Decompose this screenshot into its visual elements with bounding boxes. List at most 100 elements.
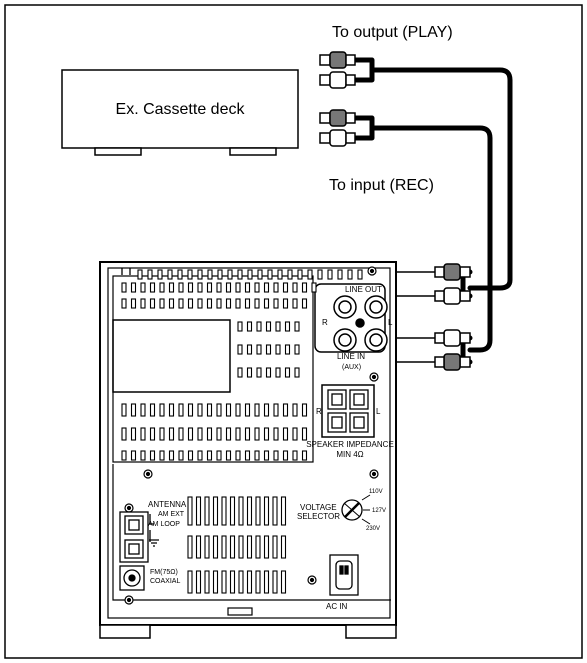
fm-label: FM(75Ω) — [150, 569, 178, 576]
vent-slot — [254, 298, 260, 309]
vent-slot — [235, 282, 241, 293]
vent-slot — [263, 570, 270, 594]
vent-slot — [195, 496, 202, 526]
vent-slot — [263, 282, 270, 293]
vent-slot — [294, 367, 300, 378]
vent-slot — [263, 298, 270, 309]
vent-slot — [207, 269, 213, 280]
vent-slot — [265, 321, 272, 332]
vent-slot — [212, 535, 219, 559]
vent-slot — [301, 298, 308, 309]
vent-slot — [149, 403, 156, 417]
vent-slot — [140, 282, 146, 293]
vent-slot — [140, 298, 146, 309]
vent-slot — [237, 269, 243, 280]
vent-slot — [292, 403, 298, 417]
vent-slot — [256, 344, 262, 355]
vent-slot — [159, 450, 165, 461]
vent-slot — [178, 298, 184, 309]
plugs-line-out — [434, 263, 471, 305]
vent-slot — [212, 570, 219, 594]
vent-slot — [301, 450, 308, 461]
vent-slot — [187, 298, 194, 309]
voltage-selector-knob — [341, 494, 371, 525]
vent-slot — [168, 450, 175, 461]
vent-slot — [282, 427, 289, 441]
vent-slot — [225, 298, 232, 309]
vent-slot — [197, 298, 203, 309]
to-output-label: To output (PLAY) — [332, 24, 453, 41]
speaker-impedance-label: SPEAKER IMPEDANCE — [306, 440, 394, 449]
vent-slot — [229, 570, 236, 594]
vent-slot — [263, 403, 270, 417]
vent-slot — [140, 450, 146, 461]
vent-slot — [229, 496, 236, 526]
voltage-label: VOLTAGE — [300, 503, 337, 512]
vent-slot — [277, 269, 283, 280]
vent-slot — [294, 321, 300, 332]
vent-slot — [130, 403, 137, 417]
vent-slot — [275, 321, 281, 332]
line-in-sub-label: (AUX) — [342, 364, 361, 371]
vent-slot — [167, 269, 173, 280]
ac-inlet — [329, 554, 359, 596]
vent-slot — [265, 367, 272, 378]
line-in-label: LINE IN — [337, 352, 365, 361]
v127-label: 127V — [372, 508, 386, 514]
vent-slot — [292, 450, 298, 461]
vent-slot — [275, 344, 281, 355]
vent-slot — [246, 535, 253, 559]
vent-slot — [178, 450, 184, 461]
vent-slot — [301, 282, 308, 293]
vent-slot — [347, 269, 353, 280]
vent-slot — [237, 344, 243, 355]
vent-slot — [140, 427, 146, 441]
vent-slot — [130, 282, 137, 293]
vent-slot — [187, 535, 193, 559]
vent-slot — [256, 367, 262, 378]
vent-slot — [149, 450, 156, 461]
vent-slot — [247, 269, 253, 280]
vent-slot — [130, 427, 137, 441]
vent-slot — [311, 282, 317, 293]
vent-slot — [238, 570, 244, 594]
vent-slot — [178, 282, 184, 293]
vent-slot — [225, 282, 232, 293]
vent-slot — [216, 450, 222, 461]
vent-slot — [206, 298, 213, 309]
vent-slot — [244, 403, 251, 417]
vent-slot — [197, 450, 203, 461]
vent-slot — [244, 427, 251, 441]
vent-slot — [244, 298, 251, 309]
vent-slot — [273, 427, 279, 441]
vent-slot — [206, 403, 213, 417]
vent-slot — [212, 496, 219, 526]
vent-slot — [273, 282, 279, 293]
vent-slot — [263, 496, 270, 526]
vent-slot — [187, 282, 194, 293]
cables — [352, 57, 513, 365]
vent-slot — [221, 535, 227, 559]
vent-slot — [282, 450, 289, 461]
vent-slot — [282, 298, 289, 309]
vent-slot — [292, 282, 298, 293]
v110-label: 110V — [369, 489, 383, 495]
vent-slot — [254, 282, 260, 293]
vent-slot — [187, 403, 194, 417]
vent-slot — [301, 427, 308, 441]
vent-slot — [254, 403, 260, 417]
vent-slot — [216, 282, 222, 293]
speaker-r-label: R — [316, 407, 322, 416]
v230-label: 230V — [366, 526, 380, 532]
vent-slot — [235, 450, 241, 461]
line-out-label: LINE OUT — [345, 285, 382, 294]
ac-in-label: AC IN — [326, 602, 348, 611]
selector-label: SELECTOR — [297, 512, 340, 521]
vent-slot — [237, 367, 243, 378]
vent-slot — [273, 403, 279, 417]
am-ext-label: AM EXT — [158, 511, 185, 518]
vent-slot — [204, 496, 210, 526]
vent-slot — [178, 403, 184, 417]
vent-slot — [238, 496, 244, 526]
